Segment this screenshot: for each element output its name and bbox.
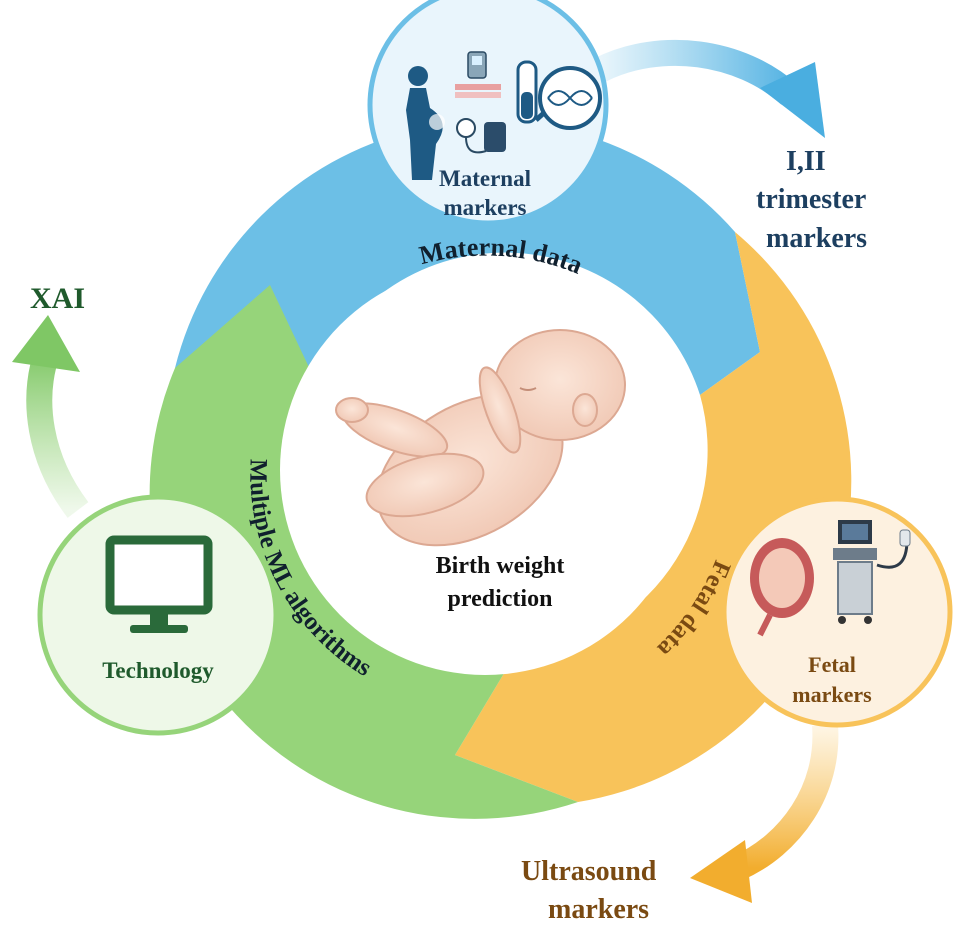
uterus-fetus-icon bbox=[750, 538, 814, 637]
monitor-icon bbox=[105, 535, 213, 633]
glucose-meter-icon bbox=[455, 51, 501, 98]
node-maternal-markers: Maternal markers bbox=[367, 0, 609, 226]
fetus-arm bbox=[478, 366, 522, 454]
fetal-markers-line1: Fetal bbox=[808, 652, 856, 677]
trimester-label-line1: I,II bbox=[786, 146, 826, 177]
fetus-illustration bbox=[335, 329, 626, 547]
ring-segment-ml bbox=[149, 285, 578, 819]
fetus-eye bbox=[519, 387, 537, 391]
trimester-label-line3: markers bbox=[766, 223, 867, 254]
ultrasound-machine-icon bbox=[833, 520, 911, 624]
dna-magnifier-icon bbox=[534, 66, 602, 130]
trimester-label-line2: trimester bbox=[756, 184, 866, 215]
pregnant-woman-icon bbox=[406, 66, 445, 180]
test-tube-icon bbox=[516, 60, 538, 124]
technology-label: Technology bbox=[102, 658, 214, 683]
blood-pressure-icon bbox=[456, 118, 506, 154]
fetus-foot bbox=[335, 397, 369, 423]
fetal-markers-line2: markers bbox=[792, 682, 872, 707]
arrow-to-ultrasound bbox=[690, 724, 839, 903]
node-fetal-markers: Fetal markers bbox=[721, 496, 953, 728]
fetus-thigh bbox=[365, 452, 485, 518]
node-technology: Technology bbox=[37, 494, 279, 736]
fetus-ear bbox=[572, 393, 598, 427]
ring-segment-maternal bbox=[175, 121, 760, 396]
ultrasound-label-line2: markers bbox=[548, 894, 649, 925]
arrow-to-xai bbox=[12, 315, 89, 518]
ultrasound-label-line1: Ultrasound bbox=[521, 856, 657, 887]
arrow-to-trimester bbox=[594, 39, 825, 138]
maternal-markers-line1: Maternal bbox=[439, 166, 531, 191]
xai-label: XAI bbox=[30, 282, 85, 315]
maternal-markers-line2: markers bbox=[443, 195, 526, 220]
center-title-line2: prediction bbox=[448, 586, 553, 612]
center-title-line1: Birth weight bbox=[436, 553, 565, 579]
